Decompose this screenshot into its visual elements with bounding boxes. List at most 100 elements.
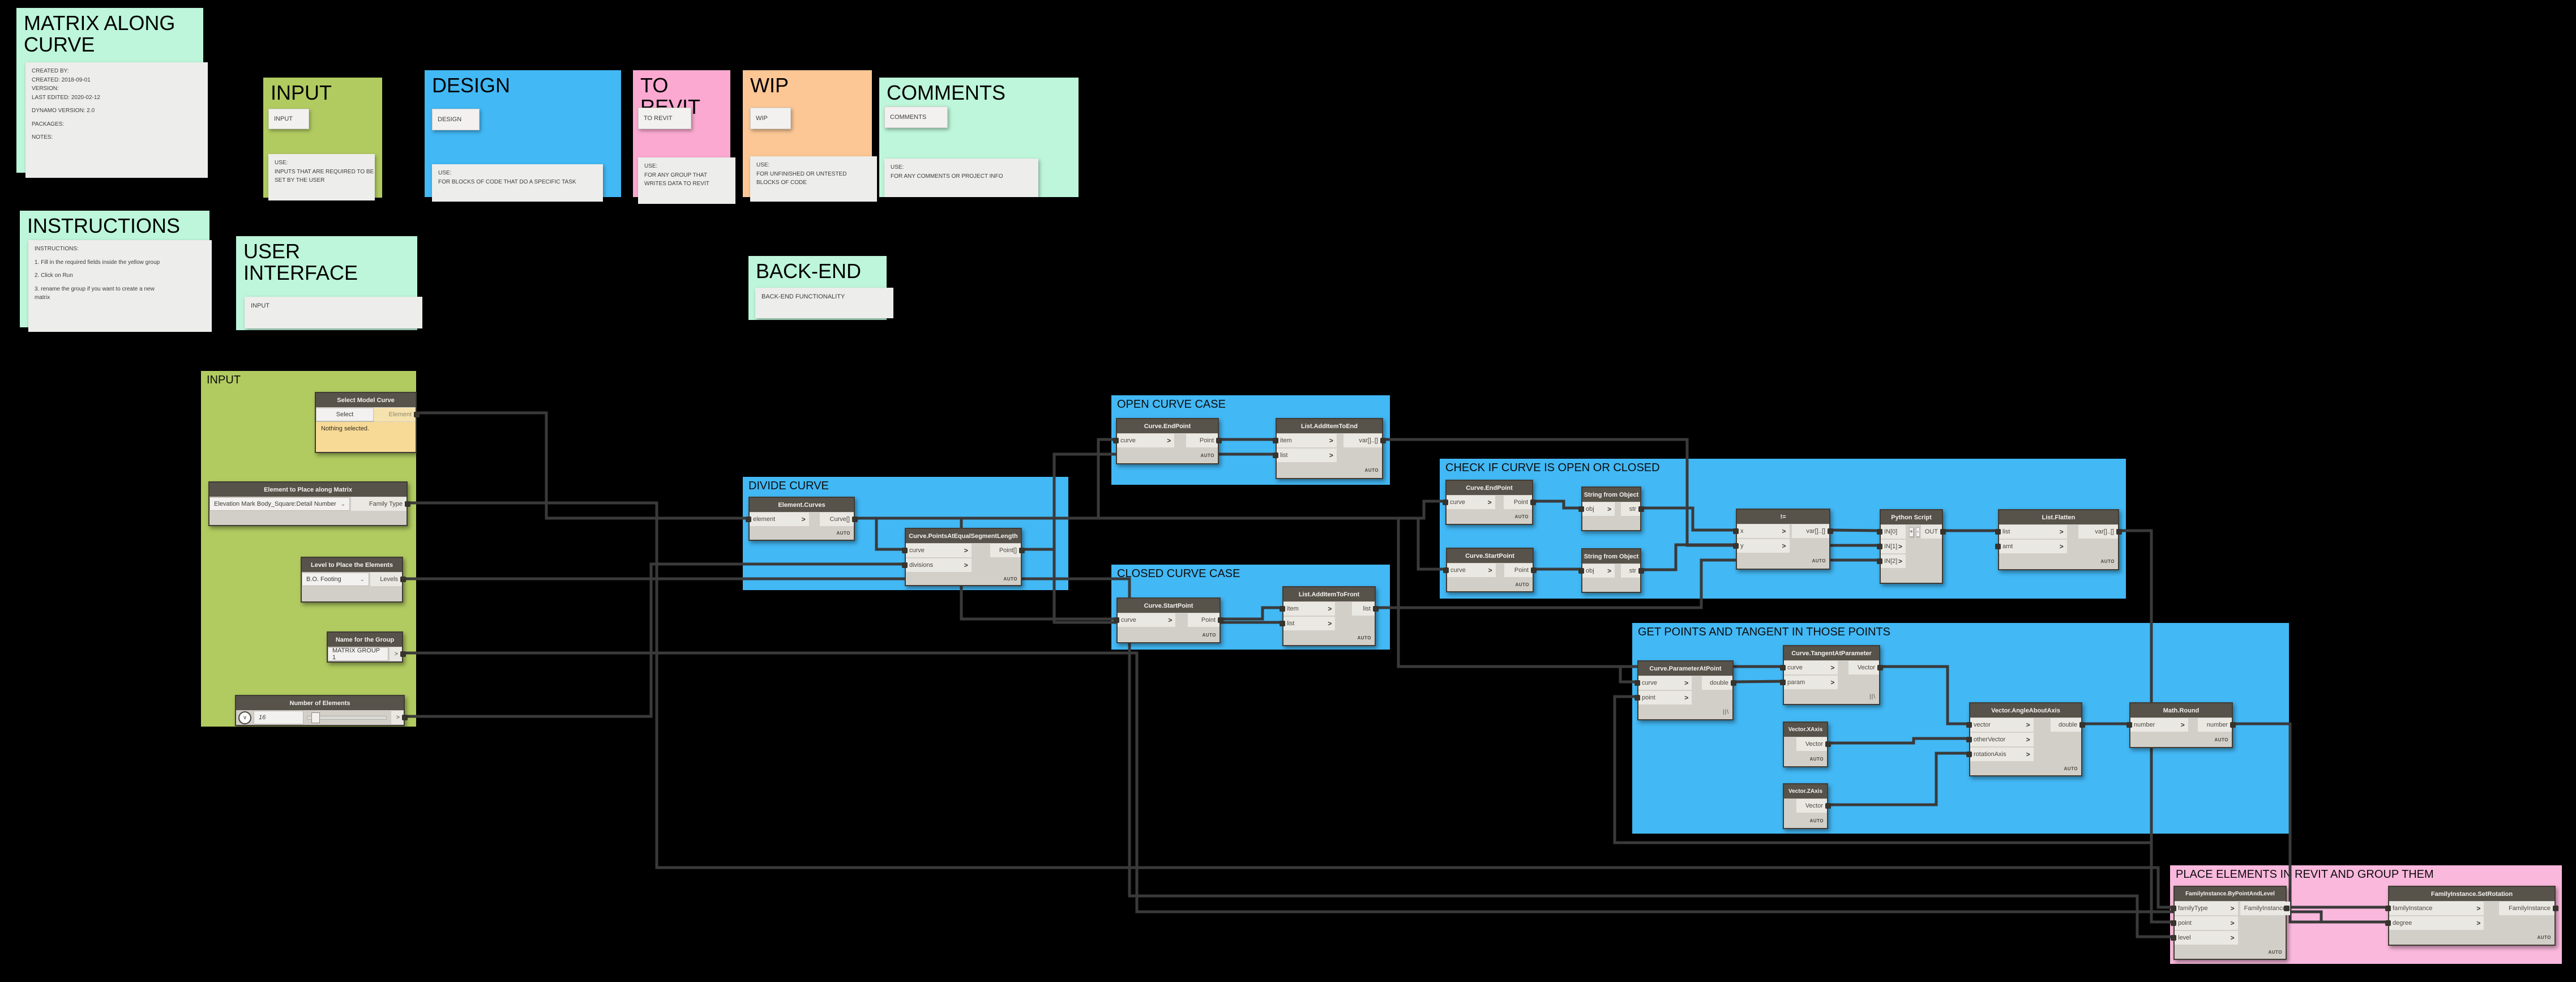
input-port[interactable]: param> [1784,676,1839,689]
input-port[interactable]: number> [2130,718,2189,732]
input-port[interactable]: otherVector> [1970,733,2035,746]
output-port-connector-icon[interactable] [1940,529,1946,535]
output-port-connector-icon[interactable] [1828,528,1833,534]
input-port[interactable]: x> [1737,524,1791,538]
output-port-connector-icon[interactable] [1530,499,1536,505]
output-port[interactable]: Vector [1795,799,1827,813]
output-port-connector-icon[interactable] [2230,722,2236,728]
input-port[interactable]: element> [750,513,810,526]
slider-expand-button[interactable]: ∨ [238,711,251,724]
output-port[interactable]: var[]..[] [1790,524,1829,538]
dropdown[interactable]: B.O. Footing⌄ [302,573,369,586]
input-port[interactable]: curve> [1447,563,1497,577]
output-port[interactable]: Element [374,408,416,421]
legend-sample-node[interactable]: INPUT [268,109,309,129]
output-port-connector-icon[interactable] [402,715,408,720]
node-not-equal[interactable]: !=x>var[]..[]y>AUTO [1733,509,1833,570]
input-port-connector-icon[interactable] [1280,621,1285,626]
slider-track[interactable] [307,712,387,723]
input-port-connector-icon[interactable] [2385,906,2391,911]
input-port[interactable]: amt> [1999,540,2068,553]
output-port[interactable]: str [1620,564,1640,578]
input-port-connector-icon[interactable] [1273,438,1278,443]
note-card[interactable]: INSTRUCTIONS:1. Fill in the required fie… [28,240,212,332]
note-card[interactable]: BACK-END FUNCTIONALITY [755,288,893,318]
legend-sample-node[interactable]: WIP [750,108,791,129]
input-port-connector-icon[interactable] [2171,920,2176,926]
output-port-connector-icon[interactable] [2284,906,2290,911]
output-port-connector-icon[interactable] [1373,606,1379,612]
output-port[interactable]: Vector [1847,661,1879,674]
output-port-connector-icon[interactable] [2116,529,2122,535]
output-port[interactable]: double [1701,676,1732,690]
input-port[interactable]: level> [2175,931,2239,945]
add-input-button[interactable]: + [1909,527,1914,537]
text-input[interactable]: MATRIX GROUP 1 [328,647,388,661]
output-port-connector-icon[interactable] [852,516,858,522]
input-port[interactable]: curve> [1118,613,1177,627]
input-port[interactable]: IN[2]> [1881,554,1907,568]
output-port-connector-icon[interactable] [1877,665,1883,671]
input-port[interactable]: curve> [1638,676,1693,690]
input-port[interactable]: IN[0] [1881,525,1907,539]
output-port[interactable]: Levels [369,573,402,586]
input-port[interactable]: list> [1277,449,1338,462]
output-port[interactable]: var[]..[] [2077,525,2118,539]
input-port[interactable]: degree> [2389,916,2485,930]
node-number-of-elements[interactable]: Number of Elements∨16> [235,695,408,726]
output-port-connector-icon[interactable] [1531,567,1537,573]
input-port-connector-icon[interactable] [1966,752,1972,757]
output-port[interactable]: Vector [1795,737,1827,751]
input-port[interactable]: obj> [1582,564,1616,578]
output-port[interactable]: list [1351,602,1375,616]
input-port-connector-icon[interactable] [1443,567,1449,573]
input-port-connector-icon[interactable] [746,516,751,522]
output-port[interactable]: > [390,711,404,724]
note-card[interactable]: USE:FOR ANY COMMENTS OR PROJECT INFO [884,159,1038,197]
input-port[interactable]: curve> [1447,496,1496,509]
input-port-connector-icon[interactable] [2385,920,2391,926]
select-button[interactable]: Select [316,408,374,421]
output-port[interactable]: Curve[] [819,513,854,526]
input-port-connector-icon[interactable] [1733,528,1739,534]
output-port-connector-icon[interactable] [1638,506,1644,512]
output-port-connector-icon[interactable] [1218,617,1223,623]
input-port-connector-icon[interactable] [1634,695,1640,701]
output-port[interactable]: OUT [1919,525,1942,539]
output-port-connector-icon[interactable] [2079,722,2085,728]
input-port-connector-icon[interactable] [1273,452,1278,458]
input-port-connector-icon[interactable] [1780,665,1786,671]
output-port-connector-icon[interactable] [1216,438,1222,443]
output-port[interactable]: Point[] [989,544,1021,557]
input-port-connector-icon[interactable] [1634,680,1640,686]
input-port-connector-icon[interactable] [1578,568,1584,574]
output-port-connector-icon[interactable] [400,577,406,582]
input-port[interactable]: y> [1737,539,1791,553]
input-port[interactable]: familyInstance> [2389,902,2485,915]
input-port[interactable]: curve> [906,544,973,557]
input-port-connector-icon[interactable] [1877,558,1882,564]
input-port-connector-icon[interactable] [2126,722,2132,728]
input-port-connector-icon[interactable] [1113,438,1119,443]
output-port-connector-icon[interactable] [1731,680,1736,686]
input-port[interactable]: vector> [1970,718,2035,732]
